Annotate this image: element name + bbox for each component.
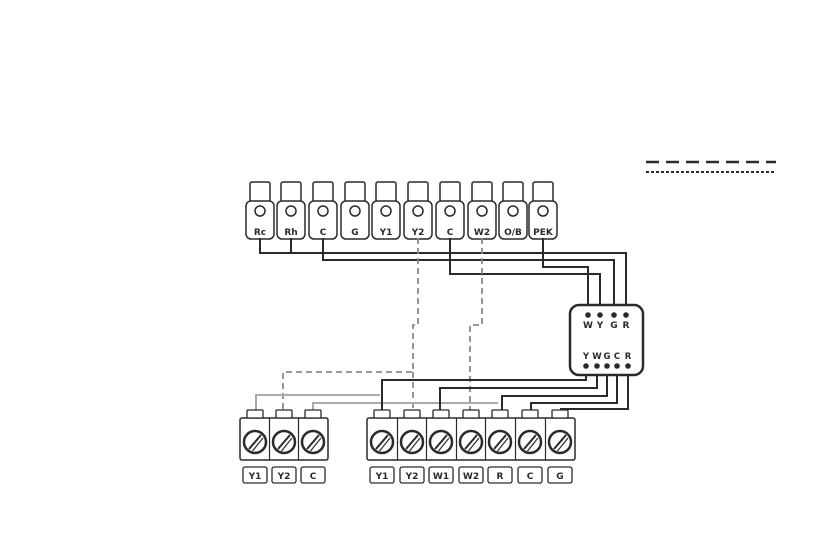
terminal-hole bbox=[381, 206, 391, 216]
terminal-tab bbox=[281, 182, 301, 202]
thermostat-terminal-label: O/B bbox=[504, 228, 522, 238]
pek-top-label: W bbox=[583, 321, 593, 331]
pek-top-label: G bbox=[610, 321, 617, 331]
furnace-label: W1 bbox=[433, 472, 449, 482]
terminal-hole bbox=[477, 206, 487, 216]
thermostat-terminal-label: W2 bbox=[474, 228, 490, 238]
furnace-label: R bbox=[497, 472, 504, 482]
furnace-label: W2 bbox=[463, 472, 479, 482]
thermostat-terminal-c-6: C bbox=[436, 182, 464, 239]
pek-bottom-pin bbox=[583, 363, 589, 369]
terminal-tab bbox=[408, 182, 428, 202]
pek-bottom-pin bbox=[614, 363, 620, 369]
terminal-hole bbox=[413, 206, 423, 216]
terminal-tab bbox=[376, 182, 396, 202]
terminal-hole bbox=[350, 206, 360, 216]
pek-bottom-label: C bbox=[614, 352, 620, 362]
screw-tab bbox=[404, 410, 420, 418]
thermostat-terminal-y2-5: Y2 bbox=[404, 182, 432, 239]
thermostat-terminal-w2-7: W2 bbox=[468, 182, 496, 239]
terminal-tab bbox=[533, 182, 553, 202]
thermostat-terminal-o-b-8: O/B bbox=[499, 182, 527, 239]
screw-tab bbox=[463, 410, 479, 418]
wire-thermostat-r bbox=[260, 238, 626, 315]
terminal-hole bbox=[445, 206, 455, 216]
pek-top-pin bbox=[611, 312, 617, 318]
pek-top-pin bbox=[623, 312, 629, 318]
terminal-hole bbox=[508, 206, 518, 216]
pek-top-label: Y bbox=[596, 321, 604, 331]
outdoor-label: Y1 bbox=[248, 472, 262, 482]
wire-thermostat-c2 bbox=[450, 238, 600, 315]
terminal-tab bbox=[503, 182, 523, 202]
screw-tab bbox=[276, 410, 292, 418]
wire-thermostat-c bbox=[323, 238, 614, 315]
wire-y2-dashed bbox=[283, 238, 418, 412]
pek-top-label: R bbox=[623, 321, 630, 331]
thermostat-terminal-label: G bbox=[351, 228, 358, 238]
pek-bottom-label: W bbox=[592, 352, 602, 362]
terminal-hole bbox=[538, 206, 548, 216]
terminal-hole bbox=[255, 206, 265, 216]
furnace-terminal-block: Y1 Y2 W1 W2 R C G bbox=[367, 410, 575, 483]
terminal-tab bbox=[345, 182, 365, 202]
screw-tab bbox=[433, 410, 449, 418]
screw-tab bbox=[522, 410, 538, 418]
thermostat-terminal-label: PEK bbox=[533, 228, 554, 238]
pek-top-pin bbox=[597, 312, 603, 318]
pek-bottom-label: R bbox=[625, 352, 632, 362]
wire-w2-dashed bbox=[470, 238, 482, 412]
screw-tab bbox=[374, 410, 390, 418]
terminal-hole bbox=[318, 206, 328, 216]
thermostat-terminal-rc-0: Rc bbox=[246, 182, 274, 239]
wire-thermostat-pek bbox=[543, 238, 588, 315]
terminal-tab bbox=[250, 182, 270, 202]
outdoor-label: C bbox=[310, 472, 317, 482]
thermostat-terminal-label: Y2 bbox=[411, 228, 425, 238]
terminal-tab bbox=[440, 182, 460, 202]
thermostat-terminal-label: Rc bbox=[254, 228, 266, 238]
thermostat-terminal-label: Rh bbox=[284, 228, 297, 238]
pek-bottom-pin bbox=[594, 363, 600, 369]
terminal-tab bbox=[472, 182, 492, 202]
terminal-tab bbox=[313, 182, 333, 202]
pek-bottom-label: G bbox=[604, 352, 611, 362]
outdoor-label: Y2 bbox=[277, 472, 291, 482]
pek-bottom-pin bbox=[604, 363, 610, 369]
thermostat-terminal-label: C bbox=[320, 228, 327, 238]
pek-top-pin bbox=[585, 312, 591, 318]
thermostat-terminal-pek-9: PEK bbox=[529, 182, 557, 239]
legend bbox=[646, 162, 776, 172]
terminal-hole bbox=[286, 206, 296, 216]
screw-tab bbox=[492, 410, 508, 418]
furnace-label: Y2 bbox=[405, 472, 419, 482]
thermostat-terminal-label: C bbox=[447, 228, 454, 238]
furnace-label: C bbox=[527, 472, 534, 482]
thermostat-terminal-block: Rc Rh C G Y1 Y2 C W2 O/B PEK bbox=[246, 182, 557, 239]
furnace-label: Y1 bbox=[375, 472, 389, 482]
thermostat-terminal-label: Y1 bbox=[379, 228, 393, 238]
thermostat-terminal-y1-4: Y1 bbox=[372, 182, 400, 239]
screw-tab bbox=[247, 410, 263, 418]
thermostat-terminal-c-2: C bbox=[309, 182, 337, 239]
pek-bottom-pin bbox=[625, 363, 631, 369]
pek-bottom-label: Y bbox=[582, 352, 590, 362]
thermostat-terminal-rh-1: Rh bbox=[277, 182, 305, 239]
furnace-label: G bbox=[556, 472, 563, 482]
thermostat-terminal-g-3: G bbox=[341, 182, 369, 239]
outdoor-unit-terminal-block: Y1 Y2 C bbox=[240, 410, 328, 483]
screw-tab bbox=[305, 410, 321, 418]
screw-tab bbox=[552, 410, 568, 418]
